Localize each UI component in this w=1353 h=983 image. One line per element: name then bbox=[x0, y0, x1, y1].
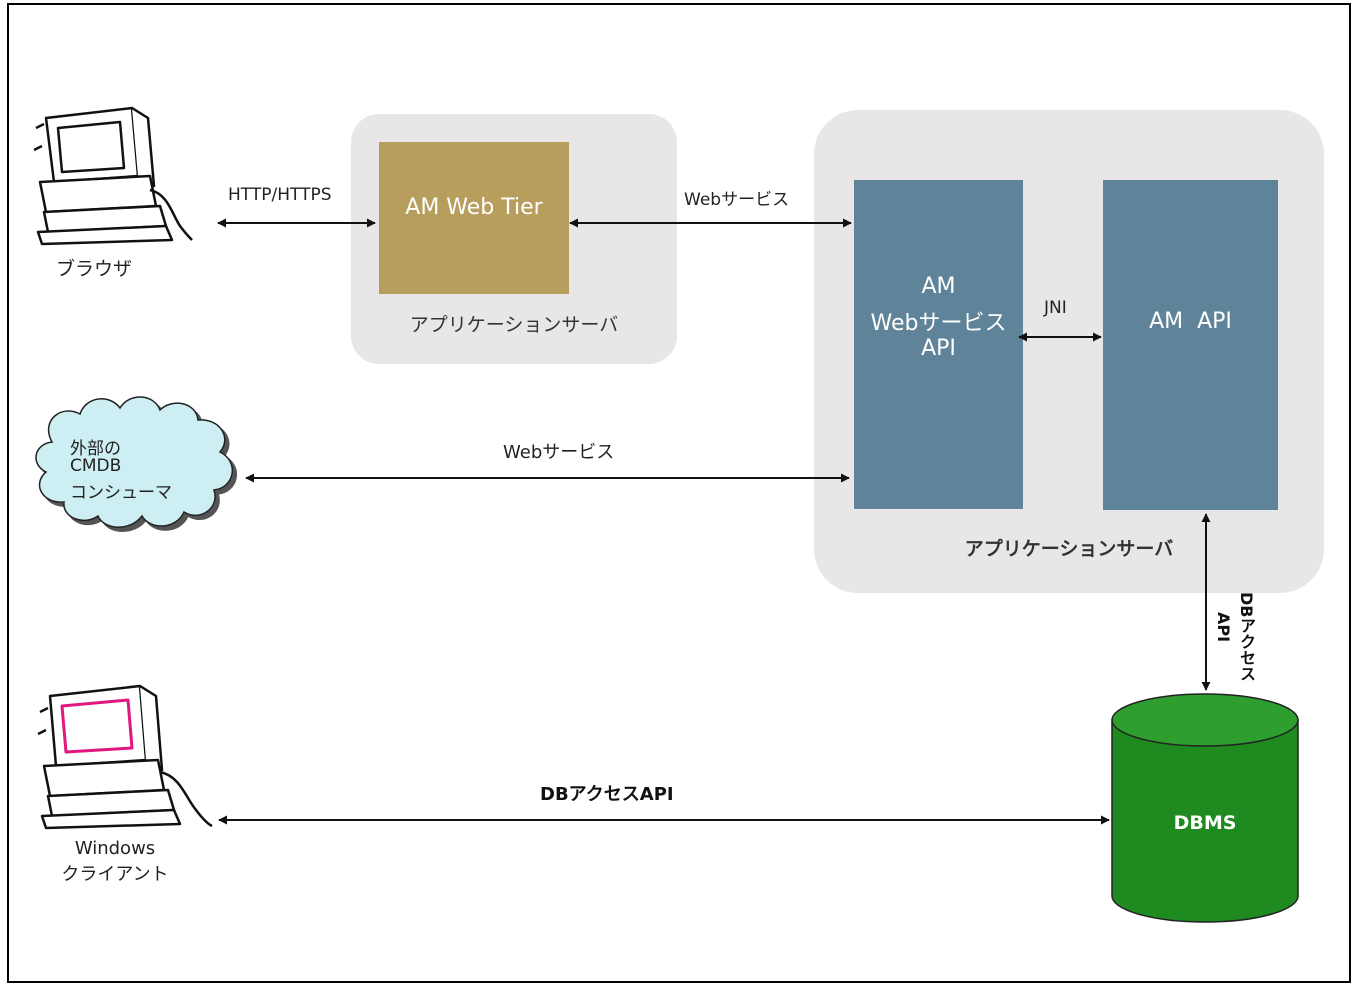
am-web-tier-box bbox=[379, 142, 569, 294]
ws-api-label-line1: AM bbox=[921, 274, 956, 299]
webservice-top-label: Webサービス bbox=[684, 190, 790, 210]
cmdb-consumer-cloud bbox=[35, 396, 234, 528]
db-access-vertical-label-line1: DBアクセス bbox=[1237, 592, 1256, 682]
browser-label: ブラウザ bbox=[56, 258, 133, 280]
ws-api-label-line3: API bbox=[921, 336, 956, 361]
app-server-right-label: アプリケーションサーバ bbox=[964, 538, 1174, 560]
am-api-label: AM API bbox=[1149, 309, 1232, 334]
diagram-canvas bbox=[33, 106, 1324, 923]
ws-api-label-line2: Webサービス bbox=[870, 311, 1007, 336]
cloud-label-line3: コンシューマ bbox=[70, 483, 172, 503]
dbms-label: DBMS bbox=[1173, 812, 1237, 834]
cloud-label-line1: 外部の bbox=[70, 439, 121, 459]
db-access-vertical-label-line2: API bbox=[1214, 612, 1233, 643]
windows-label-line1: Windows bbox=[74, 838, 156, 859]
jni-label: JNI bbox=[1044, 298, 1067, 318]
web-tier-label: AM Web Tier bbox=[405, 195, 543, 220]
cloud-label-line2: CMDB bbox=[70, 456, 122, 476]
windows-client-computer-icon bbox=[37, 684, 213, 830]
architecture-diagram: ブラウザ AM Web Tier アプリケーションサーバ AM Webサービス … bbox=[7, 3, 1351, 983]
http-connector-label: HTTP/HTTPS bbox=[228, 185, 332, 205]
am-api-box bbox=[1103, 180, 1278, 510]
dbms-cylinder bbox=[1111, 693, 1299, 923]
db-access-bottom-label: DBアクセスAPI bbox=[540, 784, 674, 805]
windows-label-line2: クライアント bbox=[61, 864, 169, 885]
browser-computer-icon bbox=[33, 106, 193, 246]
am-webservice-api-box bbox=[854, 180, 1023, 509]
webservice-mid-label: Webサービス bbox=[503, 442, 615, 463]
app-server-left-label: アプリケーションサーバ bbox=[409, 314, 619, 336]
